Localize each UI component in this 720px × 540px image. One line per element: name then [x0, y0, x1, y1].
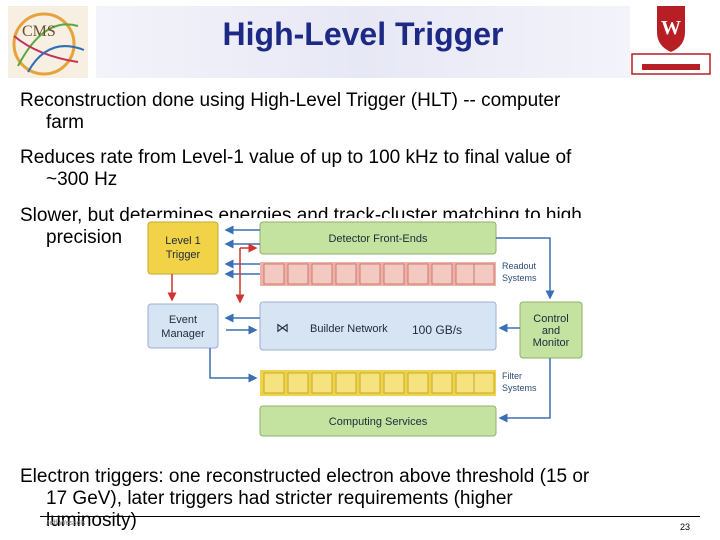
readout-units	[260, 262, 496, 286]
footer-author: Jeff Wessels	[46, 520, 86, 527]
rate-label: 100 GB/s	[412, 323, 462, 337]
university-of-wisconsin-logo: W	[631, 6, 711, 75]
svg-text:Trigger: Trigger	[166, 249, 201, 261]
svg-text:Monitor: Monitor	[533, 337, 570, 349]
page-number: 23	[680, 522, 691, 532]
cms-logo: CMS	[8, 6, 88, 78]
control-monitor-label: Control	[533, 313, 568, 325]
svg-text:Systems: Systems	[502, 273, 537, 283]
slide-title: High-Level Trigger	[222, 16, 504, 52]
filter-systems-label: Filter	[502, 371, 522, 381]
bullet-4: Electron triggers: one reconstructed ele…	[20, 466, 590, 531]
bullet-1: Reconstruction done using High-Level Tri…	[20, 90, 561, 133]
svg-text:Systems: Systems	[502, 383, 537, 393]
footer-rule	[40, 516, 700, 517]
filter-units	[260, 370, 496, 396]
event-manager-label: Event	[169, 314, 197, 326]
computing-services-label: Computing Services	[329, 416, 428, 428]
title-bar	[96, 6, 630, 78]
svg-text:Manager: Manager	[161, 328, 205, 340]
builder-network-label: Builder Network	[310, 323, 388, 335]
level1-trigger-label: Level 1	[165, 235, 200, 247]
svg-text:CMS: CMS	[22, 23, 56, 40]
daq-diagram: Level 1 Trigger Detector Front-Ends Read…	[130, 218, 590, 444]
detector-front-ends-label: Detector Front-Ends	[328, 233, 428, 245]
svg-text:W: W	[661, 17, 681, 39]
svg-text:and: and	[542, 325, 560, 337]
bullet-2: Reduces rate from Level-1 value of up to…	[20, 147, 572, 190]
readout-systems-label: Readout	[502, 261, 537, 271]
svg-text:⋈: ⋈	[276, 320, 289, 335]
